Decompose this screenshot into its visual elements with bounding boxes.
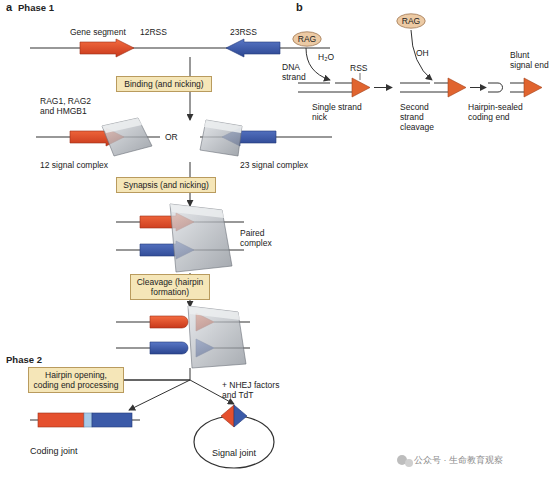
gene-segment-23 <box>226 39 280 57</box>
dna-strand <box>30 47 330 48</box>
process-box: Synapsis (and nicking) <box>116 177 216 193</box>
hairpin-coding-end <box>150 342 188 354</box>
rag-protein: RAG <box>292 31 322 47</box>
text-label: 23RSS <box>230 27 260 37</box>
junction-insert <box>84 413 92 427</box>
rag-complex <box>102 118 142 133</box>
step-arrow <box>470 87 486 88</box>
coding-joint: Coding joint <box>30 410 140 456</box>
watermark-icon <box>405 459 413 467</box>
text-label: 12 signal complex <box>40 160 130 170</box>
dna-strand <box>116 321 150 322</box>
text-label: Phase 1 <box>18 3 78 13</box>
rag-complex <box>188 306 240 320</box>
rag-complex <box>188 306 246 368</box>
text-label: Second strand cleavage <box>400 102 454 132</box>
node-text: Synapsis (and nicking) <box>123 180 209 190</box>
rag-complex <box>102 118 152 156</box>
hairpin-coding-end <box>150 316 188 328</box>
coding-segment <box>38 413 84 427</box>
dna-strand <box>116 347 150 348</box>
dna-strand <box>434 83 448 84</box>
rss-triangle <box>352 78 370 97</box>
rag-complex <box>200 120 242 156</box>
rag-complex <box>170 204 232 272</box>
text-label: Paired complex <box>240 228 280 248</box>
step-arrow <box>374 87 392 88</box>
rss-triangle <box>221 405 234 427</box>
process-box: Binding (and nicking) <box>116 76 212 92</box>
rag-protein: RAG <box>396 13 426 29</box>
dna-strand <box>400 92 448 93</box>
node-text: RAG <box>402 16 420 26</box>
text-label: Gene segment <box>70 27 140 37</box>
edge-label: + NHEJ factors and TdT <box>222 380 286 400</box>
dna-strand <box>298 92 352 93</box>
text-label: Blunt signal end <box>510 50 552 70</box>
text-label: 公众号 · 生命教育观察 <box>414 455 554 465</box>
text-label: DNA strand <box>282 62 312 82</box>
flow-line <box>190 368 191 380</box>
rag-ellipse <box>293 32 321 46</box>
loop-outline <box>190 404 278 470</box>
rss-triangle <box>234 405 247 427</box>
dna-strand <box>400 83 430 84</box>
rag-complex <box>170 204 224 218</box>
text-label: a <box>6 2 18 12</box>
process-box: Hairpin opening, coding end processing <box>28 367 124 393</box>
node-text: Coding joint <box>30 446 78 456</box>
leader-line <box>360 73 361 80</box>
dna-strand <box>510 92 524 93</box>
node-text: Hairpin opening, coding end processing <box>33 370 119 390</box>
text-label: OR <box>165 132 185 142</box>
signal-joint: Signal joint <box>190 404 278 470</box>
text-label: Single strand nick <box>312 102 366 122</box>
text-label: H₂O <box>318 52 342 62</box>
flow-arrow <box>124 380 234 404</box>
text-label: RSS <box>350 63 374 73</box>
rag-complex <box>204 120 242 133</box>
node-text: Cleavage (hairpin formation) <box>135 277 205 297</box>
text-label: 12RSS <box>140 27 170 37</box>
text-label: 23 signal complex <box>240 160 330 170</box>
rag-ellipse <box>397 14 425 28</box>
flow-arrow <box>124 380 190 410</box>
text-label: RAG1, RAG2 and HMGB1 <box>40 96 98 116</box>
hairpin-end <box>488 83 503 92</box>
node-text: Signal joint <box>212 448 256 458</box>
rss-triangle <box>448 78 466 97</box>
rss-triangle <box>524 78 542 97</box>
gene-segment-12 <box>80 39 134 57</box>
text-label: b <box>296 2 308 12</box>
dna-strand <box>298 83 330 84</box>
text-label: Phase 2 <box>6 355 66 365</box>
coding-segment <box>92 413 132 427</box>
dna-strand <box>510 83 524 84</box>
text-label: Hairpin-sealed coding end <box>468 102 532 122</box>
text-label: OH <box>416 48 436 58</box>
process-box: Cleavage (hairpin formation) <box>130 274 210 300</box>
dna-strand <box>335 83 352 84</box>
node-text: RAG <box>298 34 316 44</box>
node-text: Binding (and nicking) <box>124 79 203 89</box>
